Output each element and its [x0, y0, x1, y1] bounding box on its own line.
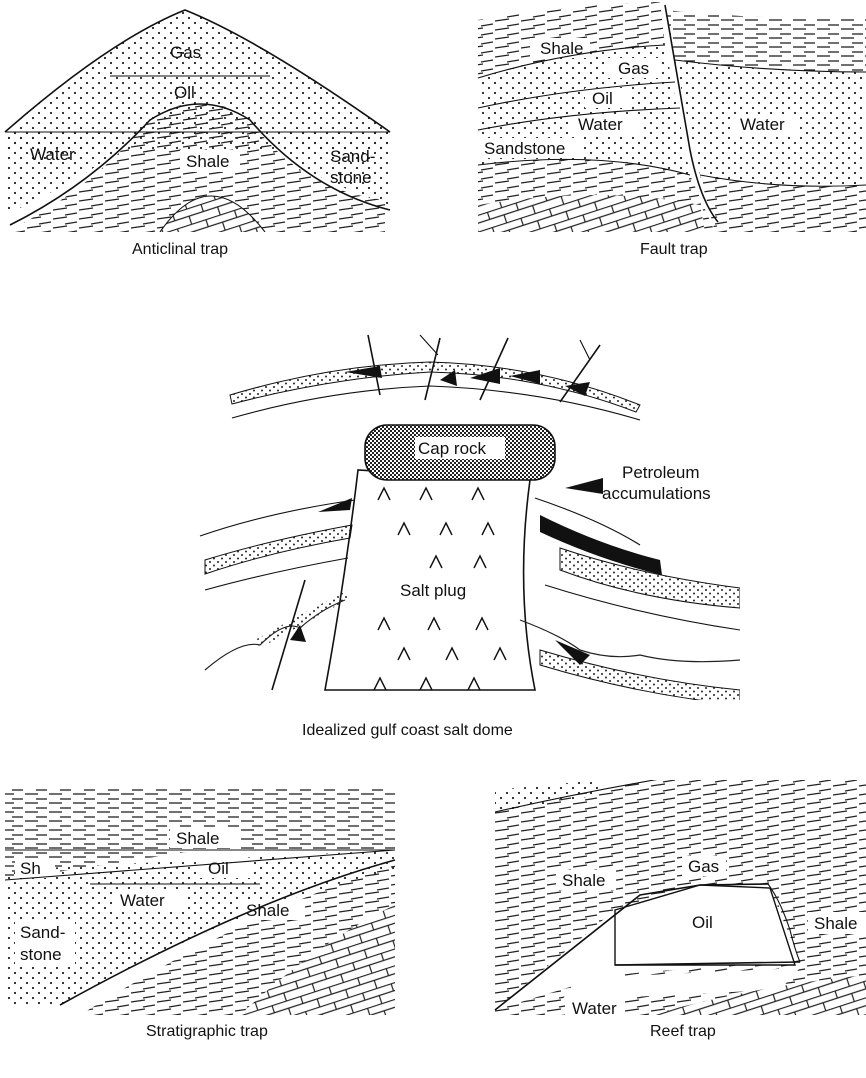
- cap-rock-label: Cap rock: [418, 439, 487, 458]
- stratigraphic-trap: Shale Sh Oil Water Sand- stone Shale: [5, 788, 395, 1015]
- anticline-water-label: Water: [30, 145, 75, 164]
- salt-plug-label: Salt plug: [400, 581, 466, 600]
- strat-sand-label: Sand-: [20, 923, 65, 942]
- strat-shale-top-label: Shale: [176, 829, 219, 848]
- reef-shale-right-label: Shale: [814, 914, 857, 933]
- saltdome-caption: Idealized gulf coast salt dome: [302, 722, 513, 739]
- reef-water-label: Water: [572, 999, 617, 1018]
- legend-line2: accumulations: [602, 484, 711, 503]
- reef-shale-left-label: Shale: [562, 871, 605, 890]
- reef-caption: Reef trap: [650, 1023, 716, 1040]
- strat-water-label: Water: [120, 891, 165, 910]
- fault-oil-label: Oil: [592, 89, 613, 108]
- fault-water-left-label: Water: [578, 115, 623, 134]
- anticline-gas-label: Gas: [170, 43, 201, 62]
- reef-gas-label: Gas: [688, 857, 719, 876]
- fault-sandstone-label: Sandstone: [484, 139, 565, 158]
- anticline-sand-label: Sand-: [330, 147, 375, 166]
- fault-shale-label: Shale: [540, 39, 583, 58]
- fault-gas-label: Gas: [618, 59, 649, 78]
- stratigraphic-caption: Stratigraphic trap: [146, 1023, 268, 1040]
- anticline-caption: Anticlinal trap: [132, 241, 228, 258]
- fault-trap: Shale Gas Oil Water Water Sandstone: [478, 2, 866, 232]
- strat-shale-lower-label: Shale: [246, 901, 289, 920]
- anticlinal-trap: Gas Oil Water Shale Sand- stone: [5, 10, 390, 232]
- legend-line1: Petroleum: [622, 463, 699, 482]
- strat-oil-label: Oil: [208, 859, 229, 878]
- salt-dome: Cap rock Salt plug: [200, 335, 740, 705]
- petroleum-symbol: [565, 478, 603, 494]
- anticline-stone-label: stone: [330, 168, 372, 187]
- petroleum-legend: Petroleum accumulations: [565, 463, 711, 503]
- fault-water-right-label: Water: [740, 115, 785, 134]
- anticline-shale-label: Shale: [186, 152, 229, 171]
- reef-oil-label: Oil: [692, 913, 713, 932]
- anticline-oil-label: Oil: [174, 83, 195, 102]
- strat-sh-label: Sh: [20, 859, 41, 878]
- reef-trap: Shale Gas Oil Shale Water: [495, 750, 866, 1018]
- strat-stone-label: stone: [20, 945, 62, 964]
- fault-caption: Fault trap: [640, 241, 708, 258]
